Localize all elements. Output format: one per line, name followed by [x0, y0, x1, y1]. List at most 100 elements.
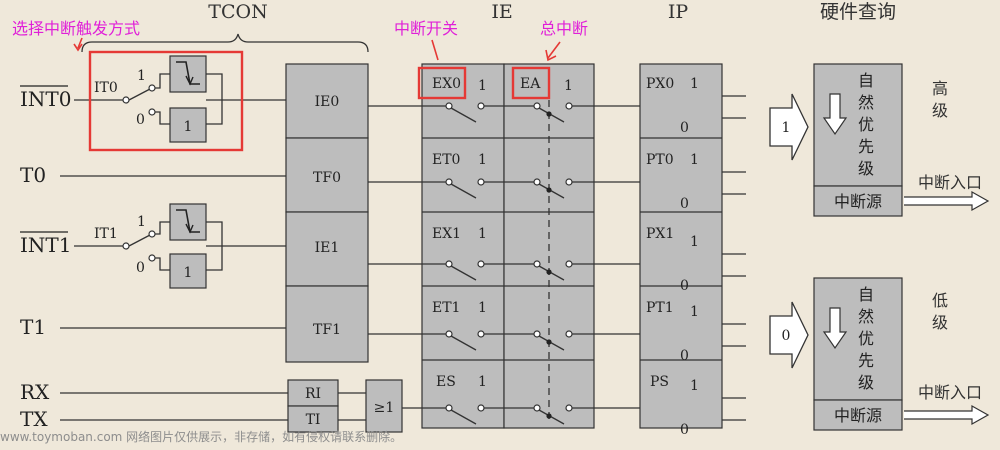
ea-switch-blade [538, 107, 565, 123]
it1-selector: IT1 1 0 1 [74, 203, 286, 289]
ie-bit-et0: ET0 [432, 152, 460, 168]
flag-ie1 [285, 211, 369, 287]
ea-link-dot [546, 269, 552, 275]
input-int1: INT1 [20, 233, 71, 257]
ea-link-dot [546, 413, 552, 419]
level-block-0-label: 1 [184, 119, 193, 135]
ea-link-dot [546, 339, 552, 345]
flag-ie0-label: IE0 [315, 94, 340, 110]
ie-dividers [422, 137, 594, 361]
flag-ti-label: TI [306, 412, 321, 428]
input-t0: T0 [20, 163, 46, 187]
tcon-brace [81, 33, 369, 53]
ip-one-marker: 1 [690, 152, 699, 168]
low-entry-arrow [904, 404, 990, 426]
it0-one: 1 [137, 68, 146, 84]
ea-switch-node [533, 102, 541, 110]
ea-switch-blade [538, 409, 565, 425]
low-level-char-0: 低 [932, 291, 948, 310]
ie-switch-node [445, 330, 453, 338]
or-gate [365, 379, 403, 433]
tcon-header: TCON [208, 1, 267, 23]
priority-low: 0 自 然 优 先 级 中断源 低 级 中断入口 [769, 277, 990, 431]
int-switch-pointer [431, 39, 439, 61]
ie-switch-blade [450, 265, 477, 281]
ie-switch-blade [450, 335, 477, 351]
high-arrow-value: 1 [782, 120, 791, 136]
global-int-arrow [545, 41, 561, 62]
level-block-1-label: 1 [184, 265, 193, 281]
ea-switch-node [533, 260, 541, 268]
ip-one-marker: 1 [690, 304, 699, 320]
ie-bit-es: ES [436, 374, 456, 390]
ie-one-markers: 1 1 1 1 1 1 [478, 78, 573, 390]
high-source-box [813, 185, 903, 217]
ip-zero-marker: 0 [680, 278, 689, 294]
svg-text:1: 1 [478, 152, 487, 168]
ea-switch-node [565, 404, 573, 412]
ie-switch-node [477, 330, 485, 338]
high-char-3: 先 [858, 137, 874, 156]
flag-ti [287, 405, 339, 433]
ie-switch-node [445, 178, 453, 186]
down-arrow-icon [822, 93, 848, 136]
ea-switch-blade [538, 183, 565, 199]
tcon-flags: IE0 TF0 IE1 TF1 [285, 63, 369, 363]
ea-switch-node [533, 330, 541, 338]
level-block-1 [169, 253, 207, 289]
watermark: www.toymoban.com 网络图片仅供展示，非存储，如有侵权请联系删除。 [0, 430, 403, 444]
ea-switch-blade [538, 335, 565, 351]
low-entry-label: 中断入口 [918, 383, 982, 402]
ie-bit-ex0: EX0 [432, 76, 461, 92]
low-arrow-value: 0 [782, 328, 791, 344]
high-level-char-1: 级 [932, 101, 948, 120]
ea-switch-node [565, 178, 573, 186]
ip-zero-marker: 0 [680, 196, 689, 212]
ea-link-dot [546, 111, 552, 117]
high-char-0: 自 [858, 71, 874, 90]
ea-highlight [511, 66, 551, 100]
ie-bit-et1: ET1 [432, 300, 460, 316]
high-level-char-0: 高 [932, 79, 948, 98]
it0-zero: 0 [136, 112, 145, 128]
ip-panel [639, 63, 723, 429]
ea-switch-node [565, 330, 573, 338]
ie-switch-node [445, 102, 453, 110]
it1-one: 1 [137, 214, 146, 230]
ea-switch-node [533, 404, 541, 412]
low-char-1: 然 [858, 307, 874, 326]
svg-text:1: 1 [564, 78, 573, 94]
priority-high: 1 自 然 优 先 级 中断源 高 级 中断入口 [769, 63, 990, 217]
low-source-box [813, 399, 903, 431]
ip-bit-pt0: PT0 [646, 152, 674, 168]
high-entry-label: 中断入口 [918, 173, 982, 192]
ie-switch-node [477, 178, 485, 186]
it1-zero: 0 [136, 260, 145, 276]
high-char-1: 然 [858, 93, 874, 112]
ip-bit-px1: PX1 [646, 226, 674, 242]
or-gate-label: ≥1 [374, 400, 395, 416]
input-rx: RX [20, 380, 50, 404]
high-char-4: 级 [858, 159, 874, 178]
ip-zero-marker: 0 [680, 120, 689, 136]
low-source-label: 中断源 [834, 406, 882, 425]
low-char-0: 自 [858, 285, 874, 304]
it0-selector: IT0 1 0 1 [74, 55, 286, 143]
hardware-query-header: 硬件查询 [820, 1, 896, 23]
it0-label: IT0 [94, 80, 118, 96]
trigger-mode-arrow [73, 37, 83, 52]
int-switch-annotation: 中断开关 [394, 19, 458, 38]
low-char-3: 先 [858, 351, 874, 370]
low-char-2: 优 [858, 329, 874, 348]
ie-header: IE [491, 1, 512, 23]
input-int0: INT0 [20, 87, 71, 111]
low-priority-arrow [769, 301, 809, 369]
ea-link-dot [546, 187, 552, 193]
flag-tf0-label: TF0 [313, 170, 341, 186]
svg-text:1: 1 [478, 226, 487, 242]
flag-ie1-label: IE1 [315, 240, 340, 256]
ie-panel [421, 63, 505, 429]
ie-switch-blade [450, 183, 477, 199]
ea-switch-node [565, 102, 573, 110]
